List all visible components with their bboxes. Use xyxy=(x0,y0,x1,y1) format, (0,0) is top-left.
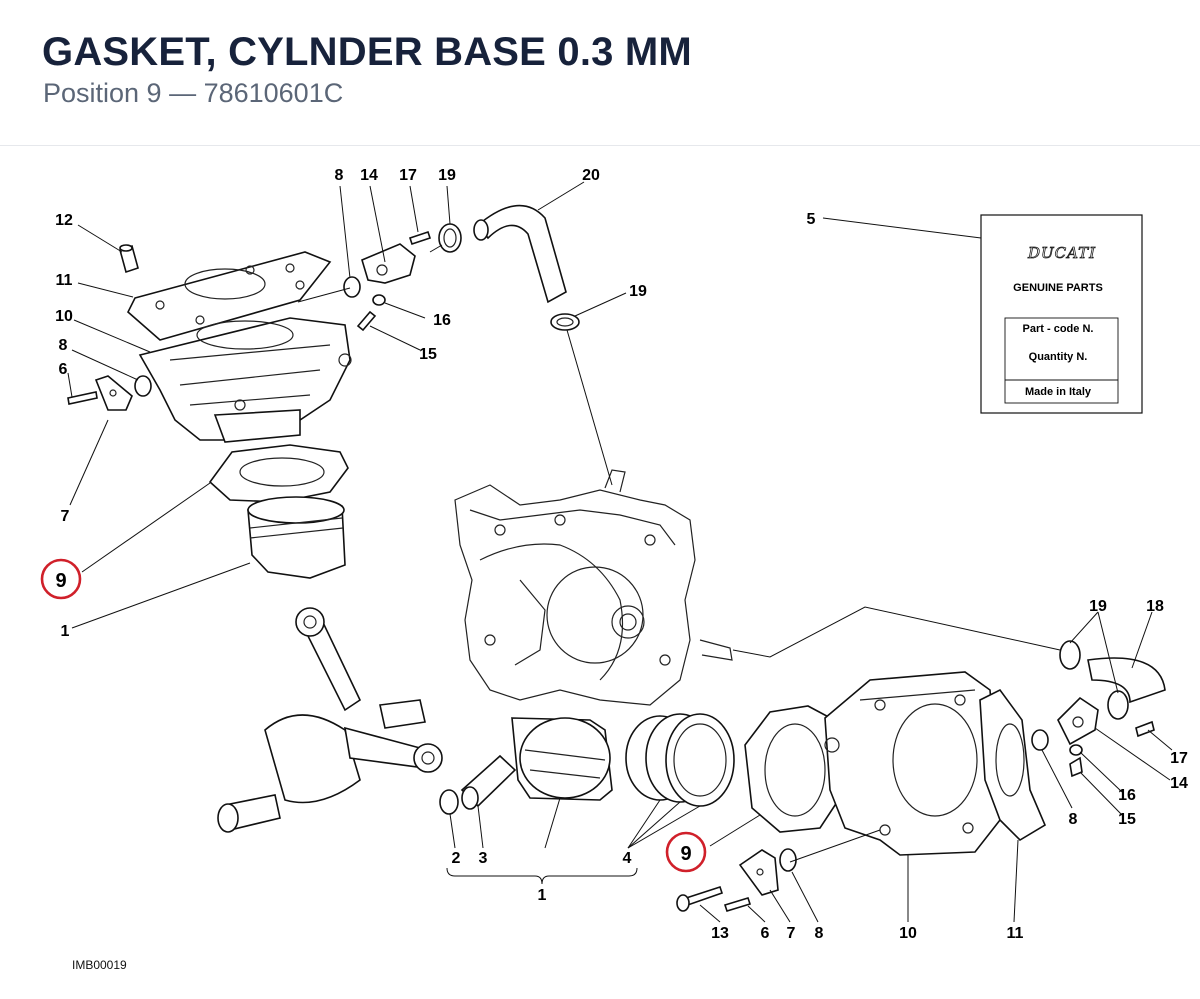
callout-2: 2 xyxy=(452,850,461,867)
page-title: GASKET, CYLNDER BASE 0.3 MM xyxy=(42,30,692,74)
bolt-15-right xyxy=(1069,756,1083,778)
callout-18: 18 xyxy=(1146,598,1164,615)
callout-10-top: 10 xyxy=(55,308,73,325)
callout-8-left: 8 xyxy=(59,337,68,354)
callout-7-left: 7 xyxy=(61,508,70,525)
callout-16-top: 16 xyxy=(433,312,451,329)
callout-8-bottom: 8 xyxy=(815,925,824,942)
head-gasket-11-right xyxy=(979,688,1047,842)
highlight-marker-bottom[interactable]: 9 xyxy=(665,831,707,873)
label-made-in: Made in Italy xyxy=(1025,386,1092,398)
washer-16-right xyxy=(1069,744,1083,756)
callout-4: 4 xyxy=(623,850,632,867)
bolt-6-left xyxy=(67,391,98,405)
callout-1-bottom: 1 xyxy=(538,887,547,904)
callout-15-top: 15 xyxy=(419,346,437,363)
callout-11-bottom: 11 xyxy=(1007,925,1024,942)
page-subtitle: Position 9 — 78610601C xyxy=(43,78,344,108)
hose-18 xyxy=(1087,657,1166,704)
o-ring-8-left xyxy=(134,375,152,397)
piston-rings-4 xyxy=(625,713,735,807)
exploded-parts-diagram: DUCATI GENUINE PARTS Part - code N. Quan… xyxy=(40,167,1188,942)
dowel-pin-12 xyxy=(119,244,139,274)
highlight-label-top: 9 xyxy=(55,570,66,592)
head-gasket-top xyxy=(127,251,332,341)
label-quantity: Quantity N. xyxy=(1029,351,1088,363)
genuine-parts-label: DUCATI GENUINE PARTS Part - code N. Quan… xyxy=(980,214,1143,414)
piston-bottom xyxy=(511,717,613,801)
callout-15-right: 15 xyxy=(1118,811,1136,828)
callout-8-top: 8 xyxy=(335,167,344,184)
highlight-label-bottom: 9 xyxy=(680,843,691,865)
callout-14-top: 14 xyxy=(360,167,378,184)
clamp-19-top xyxy=(438,223,462,253)
image-reference: IMB00019 xyxy=(72,958,127,972)
piston-top xyxy=(247,496,346,579)
crankshaft-assembly xyxy=(217,607,443,833)
washer-16-top xyxy=(372,294,386,306)
callout-6-left: 6 xyxy=(59,361,68,378)
callout-labels: 12 11 10 8 6 7 1 8 14 17 19 20 19 16 15 … xyxy=(55,167,1188,942)
callout-17-right: 17 xyxy=(1170,750,1188,767)
callout-12: 12 xyxy=(55,212,73,229)
callout-7-bottom: 7 xyxy=(787,925,796,942)
bolt-15-top xyxy=(356,310,377,332)
piston-pin-3 xyxy=(460,754,517,810)
label-part-code: Part - code N. xyxy=(1023,323,1094,335)
fitting-14-top xyxy=(361,243,416,284)
circlip-2 xyxy=(439,789,459,815)
bolt-6-bottom xyxy=(723,897,752,912)
clamp-19-right-a xyxy=(1059,640,1081,670)
crankcase-outline xyxy=(454,469,733,706)
bolt-13 xyxy=(676,885,724,912)
fitting-14-right xyxy=(1057,696,1099,746)
label-genuine: GENUINE PARTS xyxy=(1013,282,1103,294)
callout-8-right: 8 xyxy=(1069,811,1078,828)
o-ring-8-bottom xyxy=(779,848,797,872)
page-header: GASKET, CYLNDER BASE 0.3 MM Position 9 —… xyxy=(0,0,1200,146)
callout-17-top: 17 xyxy=(399,167,417,184)
callout-11-top: 11 xyxy=(56,272,73,289)
callout-1-left: 1 xyxy=(61,623,70,640)
callout-20: 20 xyxy=(582,167,600,184)
label-brand: DUCATI xyxy=(1027,244,1096,262)
clamp-19-mid xyxy=(550,313,580,331)
side-plate-7 xyxy=(94,375,133,411)
cylinder-top xyxy=(138,317,352,443)
base-gasket-9-top xyxy=(208,444,349,503)
callout-19-top: 19 xyxy=(438,167,456,184)
callout-19-right: 19 xyxy=(1089,598,1107,615)
bolt-17-right xyxy=(1135,720,1155,738)
bolt-17-top xyxy=(408,230,432,246)
o-ring-8-right xyxy=(1031,729,1049,751)
o-ring-8-top xyxy=(343,276,361,298)
leader-lines xyxy=(67,181,1173,923)
callout-3: 3 xyxy=(479,850,488,867)
callout-19-mid: 19 xyxy=(629,283,647,300)
callout-5: 5 xyxy=(807,211,816,228)
clamp-19-right-b xyxy=(1107,690,1129,720)
callout-16-right: 16 xyxy=(1118,787,1136,804)
callout-14-right: 14 xyxy=(1170,775,1188,792)
highlight-marker-top[interactable]: 9 xyxy=(40,558,82,600)
side-plate-7-bottom xyxy=(738,849,779,896)
callout-10-bottom: 10 xyxy=(899,925,917,942)
cylinder-right xyxy=(824,671,1001,856)
hose-20 xyxy=(473,204,567,304)
callout-13: 13 xyxy=(711,925,729,942)
base-gasket-9-bottom xyxy=(744,705,846,833)
callout-6-bottom: 6 xyxy=(761,925,770,942)
